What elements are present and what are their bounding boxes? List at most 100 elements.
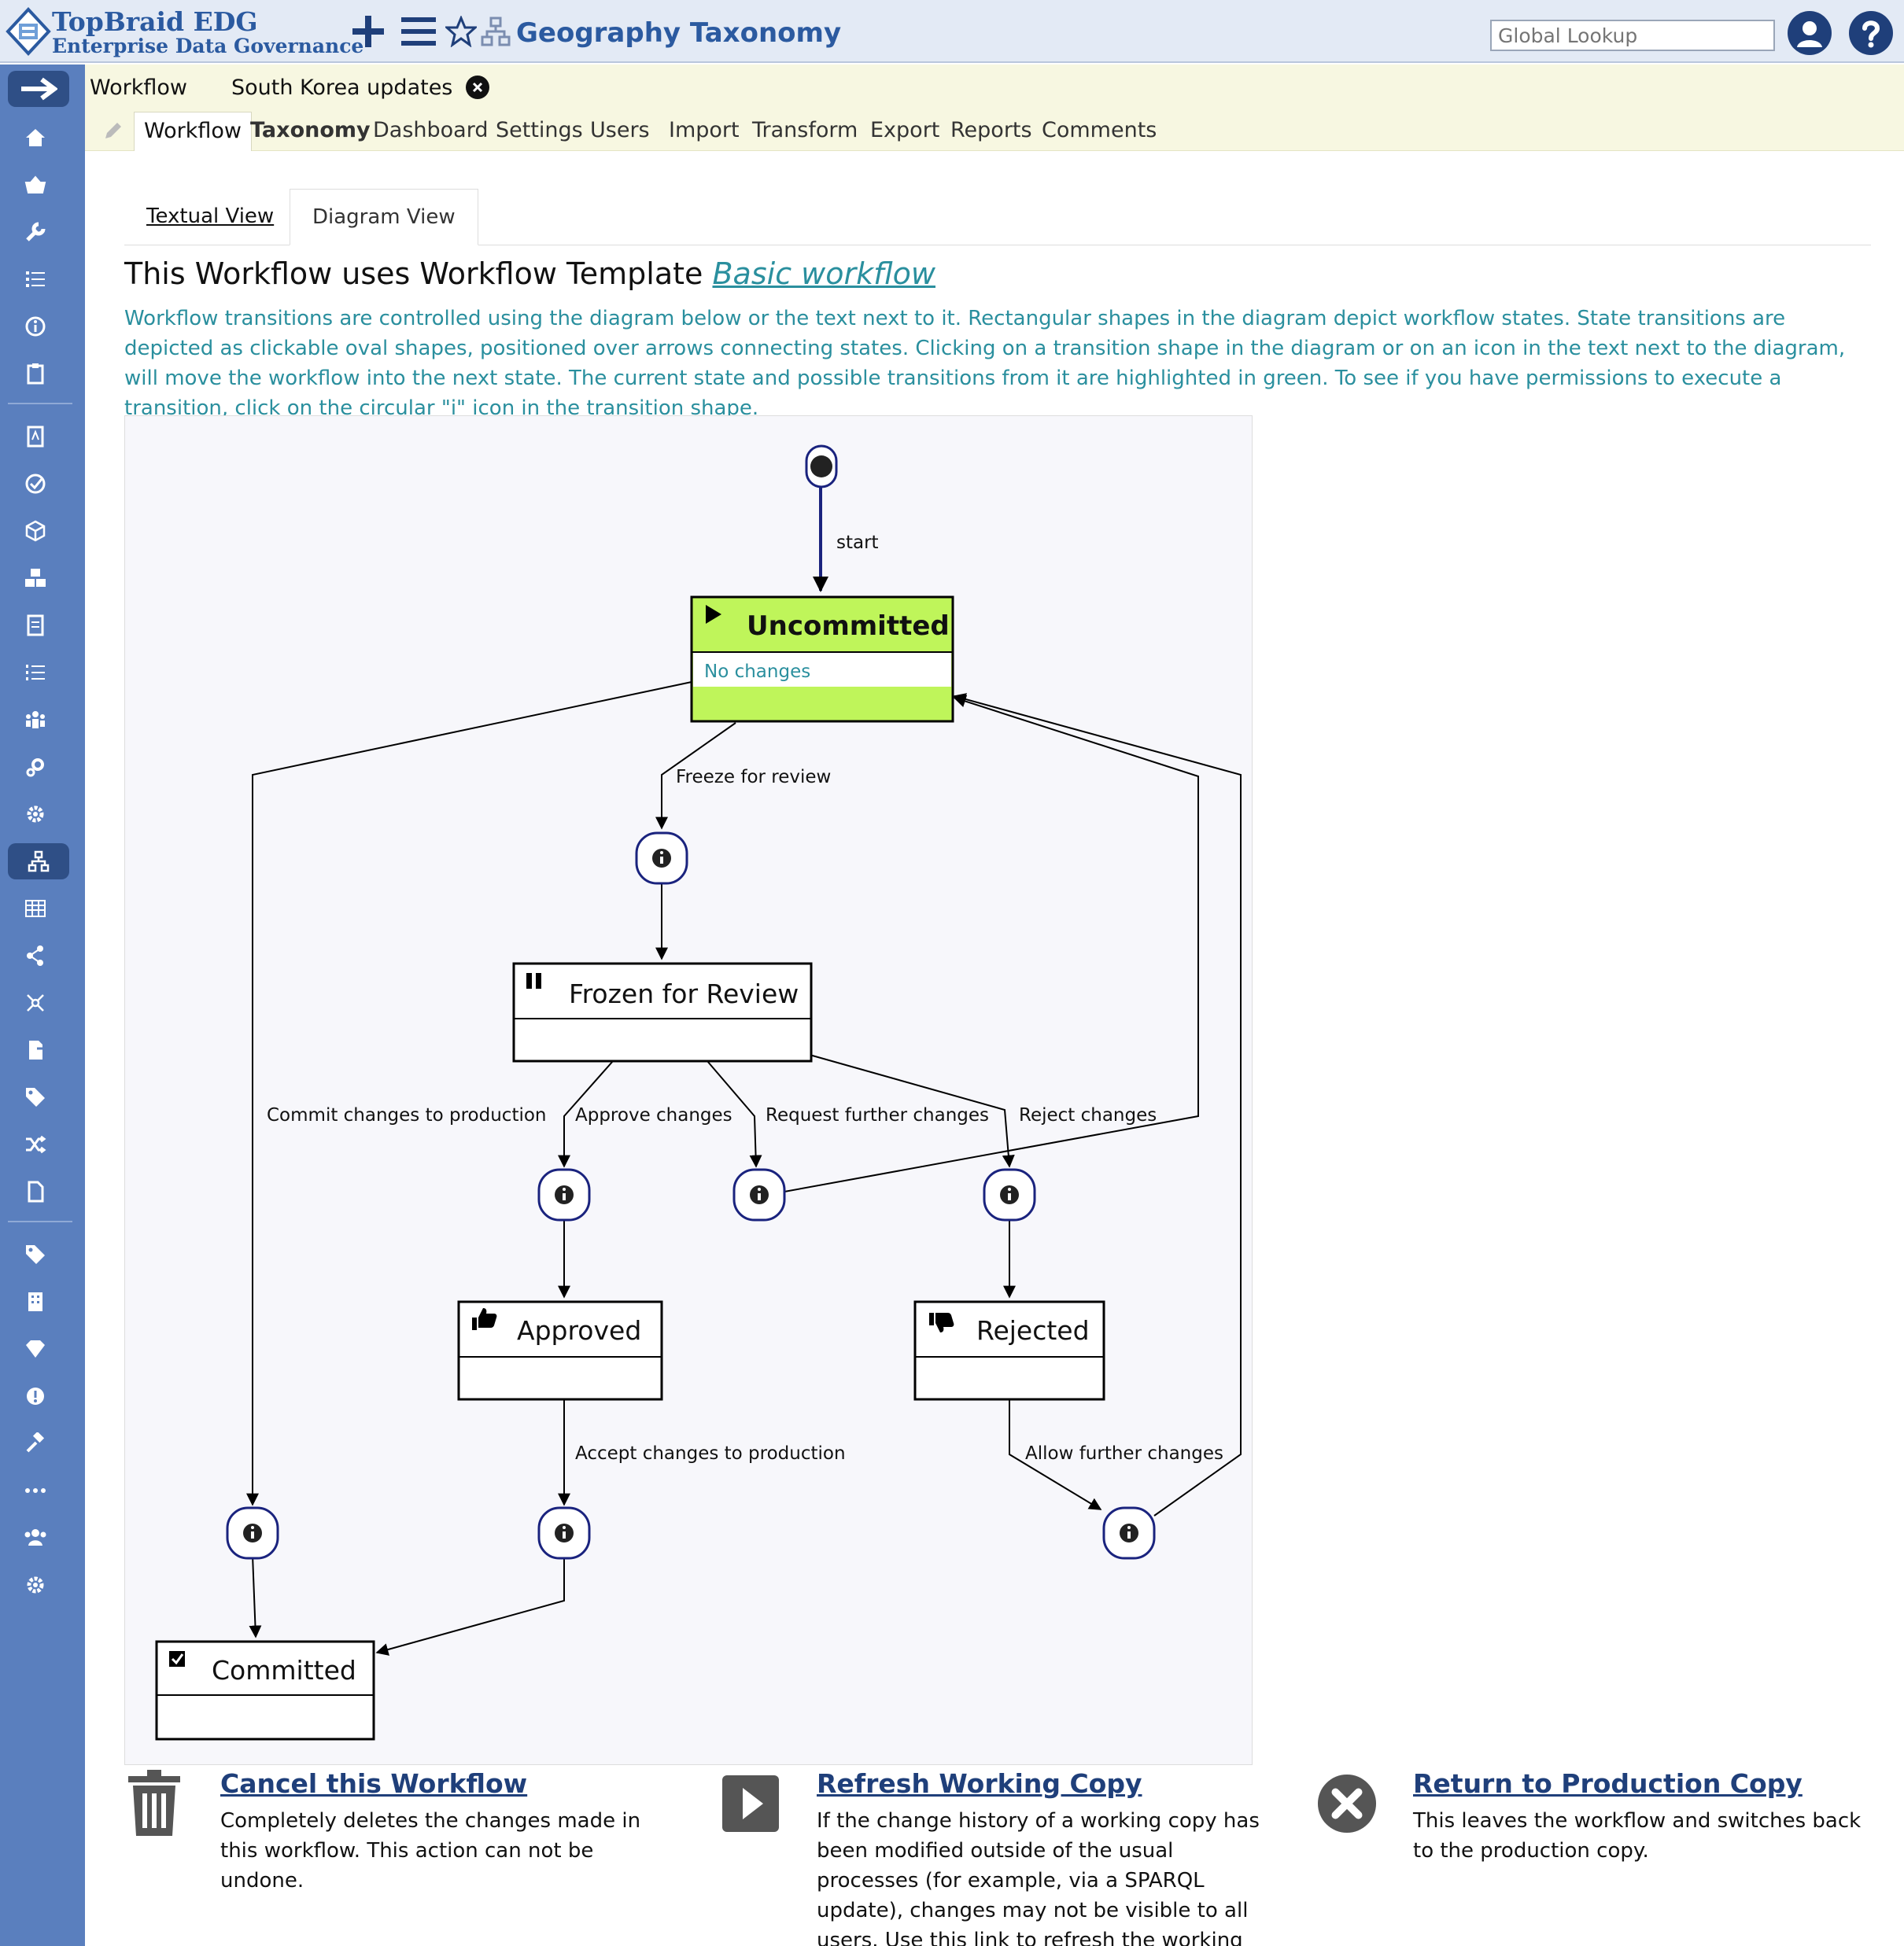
tab-dashboard[interactable]: Dashboard: [373, 118, 489, 142]
state-committed[interactable]: Committed: [155, 1640, 375, 1741]
transition-request-changes[interactable]: [732, 1168, 786, 1222]
shuffle-icon[interactable]: [17, 1126, 54, 1163]
workflow-bar: Workflow South Korea updates Workflow Ta…: [85, 64, 1904, 151]
table-icon[interactable]: [17, 890, 54, 927]
tags-icon[interactable]: [17, 1079, 54, 1115]
menu-icon[interactable]: [398, 11, 439, 52]
more-icon[interactable]: [17, 1472, 54, 1509]
cogs-icon[interactable]: [17, 749, 54, 785]
page-title: This Workflow uses Workflow Template Bas…: [124, 256, 935, 291]
app-header: TopBraid EDG Enterprise Data Governance …: [0, 0, 1904, 63]
close-circle-icon[interactable]: [1317, 1768, 1377, 1839]
label-start: start: [836, 533, 879, 553]
state-frozen-for-review[interactable]: Frozen for Review: [512, 962, 813, 1063]
tab-reports[interactable]: Reports: [950, 118, 1032, 142]
star-icon[interactable]: [441, 11, 482, 52]
share-icon[interactable]: [17, 938, 54, 974]
transition-allow-changes[interactable]: [1102, 1506, 1156, 1560]
cube-icon[interactable]: [17, 513, 54, 549]
refresh-working-copy-desc: If the change history of a working copy …: [817, 1809, 1260, 1946]
task-list-icon[interactable]: [17, 261, 54, 297]
file-export-icon[interactable]: [17, 1032, 54, 1068]
building-icon[interactable]: [17, 1284, 54, 1320]
state-detail: No changes: [704, 662, 810, 682]
sidebar-divider: [8, 1221, 72, 1222]
tab-workflow[interactable]: Workflow: [134, 112, 252, 151]
user-icon[interactable]: [1788, 11, 1832, 55]
transition-commit[interactable]: [226, 1506, 279, 1560]
cubes-icon[interactable]: [17, 560, 54, 596]
state-label: Rejected: [976, 1315, 1090, 1346]
label-accept: Accept changes to production: [575, 1443, 846, 1464]
state-label: Approved: [517, 1315, 641, 1346]
users-icon[interactable]: [17, 1520, 54, 1556]
view-tabs: Textual View Diagram View: [124, 189, 1871, 245]
taxonomy-hierarchy-icon[interactable]: [8, 843, 69, 879]
expand-arrow-icon[interactable]: [8, 71, 69, 107]
state-rejected[interactable]: Rejected: [913, 1300, 1105, 1401]
start-node: [805, 444, 838, 488]
tab-taxonomy[interactable]: Taxonomy: [250, 118, 371, 142]
settings-icon[interactable]: [17, 1567, 54, 1603]
home-icon[interactable]: [17, 120, 54, 156]
transition-approve[interactable]: [537, 1168, 591, 1222]
gavel-icon[interactable]: [17, 1425, 54, 1461]
thumbs-down-icon: [929, 1313, 954, 1332]
tab-users[interactable]: Users: [590, 118, 650, 142]
topbraid-logo-icon[interactable]: [5, 6, 52, 57]
transition-reject[interactable]: [983, 1168, 1036, 1222]
cancel-workflow-link[interactable]: Cancel this Workflow: [220, 1768, 528, 1799]
network-icon[interactable]: [17, 985, 54, 1021]
tab-settings[interactable]: Settings: [496, 118, 583, 142]
clipboard-icon[interactable]: [17, 356, 54, 392]
workflow-diagram: start Freeze for review Commit changes t…: [124, 415, 1253, 1765]
gear-icon[interactable]: [17, 796, 54, 832]
people-icon[interactable]: [17, 702, 54, 738]
tag-icon[interactable]: [17, 1237, 54, 1273]
checkbox-icon: [169, 1651, 185, 1667]
alert-icon[interactable]: [17, 1378, 54, 1414]
basket-icon[interactable]: [17, 167, 54, 203]
brand-subtitle: Enterprise Data Governance: [52, 35, 364, 57]
check-circle-icon[interactable]: [17, 466, 54, 502]
diamond-icon[interactable]: [17, 1331, 54, 1367]
file-icon[interactable]: [17, 1174, 54, 1210]
document-icon[interactable]: [17, 607, 54, 643]
state-uncommitted[interactable]: Uncommitted No changes: [690, 595, 954, 723]
state-label: Committed: [212, 1655, 356, 1686]
workflow-template-link[interactable]: Basic workflow: [712, 256, 935, 291]
transition-freeze[interactable]: [635, 831, 688, 885]
info-icon[interactable]: [17, 308, 54, 345]
tab-textual-view[interactable]: Textual View: [146, 205, 275, 228]
transition-accept[interactable]: [537, 1506, 591, 1560]
left-sidebar: [0, 64, 85, 1946]
brand-name: TopBraid EDG: [52, 6, 258, 37]
thumbs-up-icon: [472, 1308, 497, 1330]
ordered-list-icon[interactable]: [17, 654, 54, 691]
return-to-production-link[interactable]: Return to Production Copy: [1413, 1768, 1803, 1799]
dictionary-icon[interactable]: [17, 418, 54, 455]
transition-labels: start Freeze for review Commit changes t…: [267, 533, 1223, 1464]
trash-icon[interactable]: [124, 1768, 184, 1839]
tab-diagram-view[interactable]: Diagram View: [290, 189, 478, 245]
transition-arrows: [246, 487, 1242, 1656]
tab-import[interactable]: Import: [669, 118, 740, 142]
tab-comments[interactable]: Comments: [1042, 118, 1157, 142]
close-workflow-icon[interactable]: [466, 76, 489, 99]
wrench-icon[interactable]: [17, 214, 54, 250]
help-icon[interactable]: [1849, 11, 1893, 55]
pencil-icon[interactable]: [102, 120, 124, 145]
label-request: Request further changes: [766, 1105, 989, 1126]
state-approved[interactable]: Approved: [457, 1300, 663, 1401]
refresh-working-copy-link[interactable]: Refresh Working Copy: [817, 1768, 1142, 1799]
state-label: Frozen for Review: [569, 979, 799, 1009]
tab-transform[interactable]: Transform: [752, 118, 858, 142]
global-lookup-input[interactable]: [1490, 20, 1775, 51]
workflow-name[interactable]: South Korea updates: [231, 76, 453, 100]
plus-icon[interactable]: [348, 11, 389, 52]
play-icon[interactable]: [721, 1768, 780, 1839]
label-reject: Reject changes: [1019, 1105, 1157, 1126]
page-title-text: This Workflow uses Workflow Template: [124, 256, 713, 291]
tab-export[interactable]: Export: [870, 118, 940, 142]
state-label: Uncommitted: [747, 610, 950, 642]
